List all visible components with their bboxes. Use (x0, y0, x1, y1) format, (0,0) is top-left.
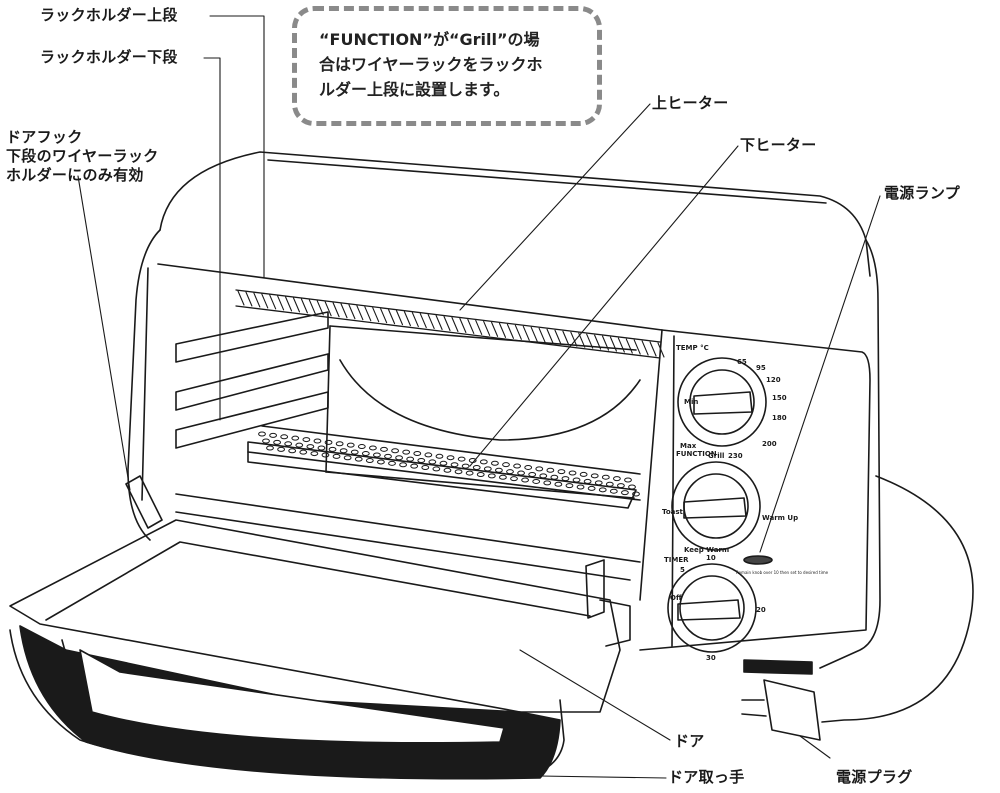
door-panel (9, 519, 621, 713)
power-cord (821, 475, 974, 723)
label-door: ドア (674, 732, 705, 750)
leader-power-lamp (759, 195, 881, 553)
power-plug-body (763, 679, 821, 741)
temp-mark-200: 200 (762, 440, 777, 448)
oven-front-left-post (141, 267, 149, 501)
function-title: FUNCTION (676, 450, 717, 458)
label-lower-heater: 下ヒーター (740, 136, 817, 154)
grill-note-line-3: ルダー上段に設置します。 (319, 80, 510, 99)
leader-rack-holder-upper (209, 15, 265, 279)
temp-mark-120: 120 (766, 376, 781, 384)
temp-min-label: Min (684, 398, 698, 406)
oven-opening-right (639, 329, 663, 601)
oven-top-rear-edge (267, 159, 827, 204)
oven-foot-right (743, 659, 813, 675)
lamp-note: Remain knob over 10 then set to desired … (736, 570, 829, 575)
timer-mark-20: 20 (756, 606, 766, 614)
label-power-plug: 電源プラグ (836, 768, 913, 786)
leader-door (519, 649, 671, 741)
label-door-hook-line-3: ホルダーにのみ有効 (6, 166, 144, 184)
label-door-hook-line-2: 下段のワイヤーラック (6, 147, 159, 165)
label-upper-heater: 上ヒーター (652, 94, 729, 112)
oven-left-frame (127, 229, 161, 541)
timer-title: TIMER (664, 556, 689, 564)
power-plug-prong-2 (741, 713, 767, 717)
function-grill: Grill (708, 452, 724, 460)
door-hinge-right (599, 599, 631, 647)
door-hook-left (125, 475, 163, 529)
leader-door-hook (77, 175, 131, 491)
leader-upper-heater (459, 103, 651, 311)
upper-heater-coil-marks (237, 290, 665, 358)
label-door-handle: ドア取っ手 (668, 768, 745, 786)
leader-door-handle (539, 775, 667, 779)
rack-slot-1 (175, 311, 329, 363)
grill-note-box: “FUNCTION”が“Grill”の場 合はワイヤーラックをラックホ ルダー上… (292, 6, 602, 126)
oven-inner-back-top (329, 325, 637, 351)
wire-rack-holes (258, 431, 640, 497)
timer-mark-10: 10 (706, 554, 716, 562)
grill-note-line-2: 合はワイヤーラックをラックホ (319, 55, 543, 74)
timer-knob (667, 563, 757, 653)
function-warm-up: Warm Up (762, 514, 798, 522)
temp-mark-65: 65 (737, 358, 747, 366)
label-rack-holder-upper: ラックホルダー上段 (40, 6, 178, 24)
rack-slot-2 (175, 353, 329, 411)
temp-title: TEMP °C (676, 344, 709, 352)
door-handle-window (79, 649, 505, 744)
timer-off: Off (670, 594, 682, 602)
leader-lower-heater (469, 145, 739, 467)
wire-rack-front (247, 441, 637, 509)
leader-lines (77, 15, 881, 779)
label-power-lamp: 電源ランプ (884, 184, 961, 202)
temp-mark-230: 230 (728, 452, 743, 460)
control-panel-inner-edge (671, 335, 675, 647)
oven-floor-front (175, 493, 641, 563)
function-toast: Toast (662, 508, 684, 516)
door-inner-line (45, 541, 591, 621)
temp-mark-95: 95 (756, 364, 766, 372)
leader-power-plug (799, 735, 831, 759)
oven-right-side (819, 239, 881, 669)
temp-mark-180: 180 (772, 414, 787, 422)
timer-mark-5: 5 (680, 566, 685, 574)
function-keep-warm: Keep Warm (684, 546, 729, 554)
label-rack-holder-lower: ラックホルダー下段 (40, 48, 178, 66)
door-hook-right (585, 559, 605, 619)
oven-opening-top (157, 263, 663, 331)
leader-rack-holder-lower (203, 57, 221, 421)
temp-mark-150: 150 (772, 394, 787, 402)
power-lamp-shape (743, 555, 773, 565)
function-knob (671, 461, 761, 551)
heater-reflection (339, 359, 641, 441)
oven-floor-back (175, 511, 631, 581)
temp-max-label: Max (680, 442, 697, 450)
wire-rack-rear (261, 425, 641, 475)
timer-mark-30: 30 (706, 654, 716, 662)
grill-note-line-1: “FUNCTION”が“Grill”の場 (319, 30, 540, 49)
control-panel-outline (639, 329, 871, 651)
lower-heater-rod (247, 451, 641, 501)
upper-heater-coil (235, 289, 661, 359)
temp-knob (677, 357, 767, 447)
rack-slot-3 (175, 391, 329, 449)
oven-top-outline (159, 151, 871, 277)
label-door-hook-line-1: ドアフック (6, 128, 83, 146)
